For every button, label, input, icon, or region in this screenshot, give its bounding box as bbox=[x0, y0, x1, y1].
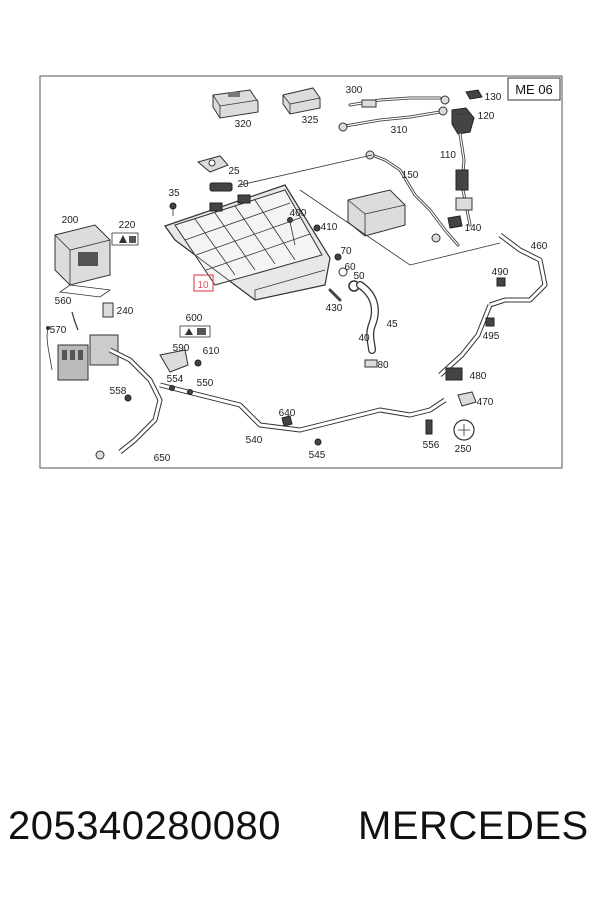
callout-label-550: 550 bbox=[197, 378, 214, 389]
callout-label-640: 640 bbox=[279, 408, 296, 419]
part-35-bolt bbox=[169, 202, 177, 216]
callout-label-70: 70 bbox=[340, 246, 352, 257]
callout-label-540: 540 bbox=[246, 435, 263, 446]
part-120-connector bbox=[451, 107, 475, 135]
part-545-bolt bbox=[314, 438, 322, 446]
callout-label-45: 45 bbox=[386, 319, 398, 330]
part-25-bracket bbox=[196, 155, 229, 173]
part-600-warning-label bbox=[179, 325, 211, 338]
callout-label-20: 20 bbox=[237, 179, 249, 190]
callout-label-650: 650 bbox=[154, 453, 171, 464]
part-250-clip bbox=[453, 419, 475, 441]
callout-label-480: 480 bbox=[470, 371, 487, 382]
part-540-cable bbox=[159, 382, 447, 433]
part-300-cable bbox=[348, 95, 450, 108]
part-430-hose bbox=[328, 288, 342, 302]
part-558-screw bbox=[124, 394, 132, 402]
callout-label-25: 25 bbox=[228, 166, 240, 177]
part-460-harness bbox=[438, 233, 548, 377]
callout-label-600: 600 bbox=[186, 313, 203, 324]
part-220-warning-label bbox=[111, 232, 139, 246]
callout-label-560: 560 bbox=[55, 296, 72, 307]
callout-label-325: 325 bbox=[302, 115, 319, 126]
callout-label-460: 460 bbox=[531, 241, 548, 252]
callout-label-250: 250 bbox=[455, 444, 472, 455]
callout-label-470: 470 bbox=[477, 397, 494, 408]
callout-label-490: 490 bbox=[492, 267, 509, 278]
part-554-screw bbox=[169, 385, 175, 391]
part-60-clip bbox=[338, 267, 348, 277]
part-400-bolt bbox=[287, 217, 296, 246]
callout-label-200: 200 bbox=[62, 215, 79, 226]
callout-label-400: 400 bbox=[290, 208, 307, 219]
part-20-pin bbox=[209, 182, 233, 192]
callout-label-556: 556 bbox=[423, 440, 440, 451]
part-130-icon bbox=[465, 89, 483, 100]
part-number: 205340280080 bbox=[8, 804, 281, 848]
callout-label-120: 120 bbox=[478, 111, 495, 122]
part-left-harness bbox=[95, 347, 163, 460]
part-150-cable bbox=[365, 150, 460, 247]
part-80-clamp bbox=[364, 359, 378, 368]
callout-label-150: 150 bbox=[402, 170, 419, 181]
highlight-box-part-10 bbox=[193, 274, 214, 292]
callout-label-495: 495 bbox=[483, 331, 500, 342]
battery-pack-10 bbox=[164, 184, 331, 301]
callout-label-60: 60 bbox=[344, 262, 356, 273]
part-410-bolt bbox=[313, 224, 321, 232]
part-480-connector bbox=[445, 367, 463, 381]
part-200-unit bbox=[54, 224, 112, 298]
part-610-screw bbox=[194, 359, 202, 367]
part-320-icon bbox=[212, 89, 259, 119]
part-325-icon bbox=[282, 87, 321, 115]
callout-label-410: 410 bbox=[321, 222, 338, 233]
part-110-harness bbox=[455, 132, 473, 227]
callout-label-50: 50 bbox=[353, 271, 365, 282]
callout-label-430: 430 bbox=[326, 303, 343, 314]
part-310-cable bbox=[338, 106, 448, 132]
callout-label-545: 545 bbox=[309, 450, 326, 461]
part-module-box bbox=[347, 189, 406, 237]
part-240-bracket bbox=[102, 302, 114, 318]
section-code: ME 06 bbox=[515, 82, 553, 97]
callout-label-240: 240 bbox=[117, 306, 134, 317]
part-550-screw bbox=[187, 389, 193, 395]
part-40-hose bbox=[356, 281, 379, 354]
part-556-bolt bbox=[425, 419, 433, 435]
callout-label-590: 590 bbox=[173, 343, 190, 354]
part-590-bracket bbox=[159, 349, 189, 373]
callout-label-570: 570 bbox=[50, 325, 67, 336]
part-70-screw bbox=[334, 253, 342, 261]
callout-label-110: 110 bbox=[440, 150, 456, 161]
callout-label-310: 310 bbox=[391, 125, 408, 136]
brand-name: MERCEDES bbox=[358, 804, 589, 848]
callout-label-554: 554 bbox=[167, 374, 184, 385]
part-570-wire bbox=[46, 326, 53, 371]
callout-label-300: 300 bbox=[346, 85, 363, 96]
part-140-connector bbox=[447, 215, 463, 229]
callout-label-130: 130 bbox=[485, 92, 502, 103]
callout-labels: 300 130 120 320 325 310 110 25 20 35 150 400 410 140 2… bbox=[50, 85, 548, 464]
callout-label-320: 320 bbox=[235, 119, 252, 130]
callout-label-80: 80 bbox=[377, 360, 389, 371]
part-560-hook bbox=[71, 311, 79, 331]
callout-label-558: 558 bbox=[110, 386, 127, 397]
callout-label-35: 35 bbox=[168, 188, 180, 199]
callout-label-40: 40 bbox=[358, 333, 370, 344]
callout-label-220: 220 bbox=[119, 220, 136, 231]
part-640-clip bbox=[281, 415, 293, 427]
highlighted-part-label: 10 bbox=[197, 280, 209, 291]
part-470-bracket bbox=[457, 391, 477, 407]
callout-label-140: 140 bbox=[465, 223, 482, 234]
section-code-box: ME 06 bbox=[507, 77, 561, 101]
callout-label-610: 610 bbox=[203, 346, 220, 357]
